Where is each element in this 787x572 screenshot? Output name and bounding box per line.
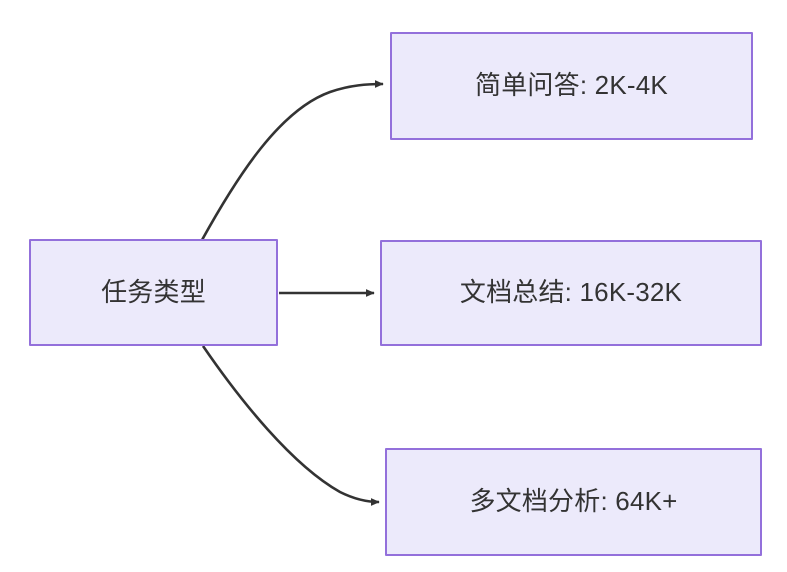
edge-source-to-simple-qa [200, 80, 384, 241]
edge-source-to-multi-doc [201, 345, 380, 506]
node-simple-qa[interactable]: 简单问答: 2K-4K [390, 32, 753, 140]
node-simple-qa-label: 简单问答: 2K-4K [475, 70, 668, 101]
node-task-type[interactable]: 任务类型 [29, 239, 278, 346]
node-multi-doc-label: 多文档分析: 64K+ [469, 486, 678, 517]
node-multi-doc[interactable]: 多文档分析: 64K+ [385, 448, 762, 556]
node-task-type-label: 任务类型 [101, 276, 206, 307]
node-doc-summary-label: 文档总结: 16K-32K [459, 277, 683, 308]
node-doc-summary[interactable]: 文档总结: 16K-32K [380, 240, 762, 346]
